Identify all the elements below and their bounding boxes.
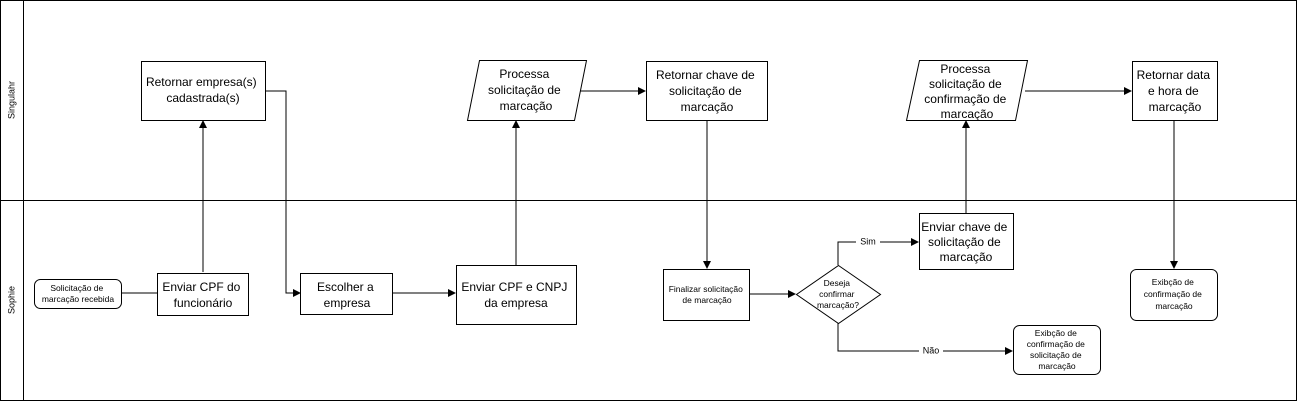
node-processa-solicitacao-line-3: marcação	[500, 99, 553, 113]
node-retornar-data-hora-line-3: marcação	[1149, 100, 1202, 114]
node-enviar-cpf-cnpj-line-2: da empresa	[484, 296, 548, 310]
svg-text:Processa solicitação de: Processa solicitação de confirmação de m…	[924, 62, 1009, 121]
node-exibicao-confirmacao-nao: Exibção de confirmação de solicitação de…	[1013, 325, 1101, 375]
node-exibicao-nao-line-4: marcação	[1038, 361, 1076, 371]
edge-decisao-nao	[837, 323, 1013, 355]
node-processa-confirmacao-line-2: solicitação de	[929, 77, 1002, 91]
node-exibicao-final-line-2: confirmação de	[1144, 289, 1202, 299]
svg-text:Exibção de confirmação d: Exibção de confirmação de solicitação de…	[1027, 328, 1088, 371]
node-processa-confirmacao-line-3: confirmação de	[924, 92, 1006, 106]
node-processa-confirmacao-line-1: Processa	[940, 62, 990, 76]
node-retornar-empresas-line-2: cadastrada(s)	[166, 91, 239, 105]
node-finalizar-solicitacao: Finalizar solicitação de marcação	[663, 269, 750, 321]
node-enviar-cpf: Enviar CPF do funcionário	[157, 273, 249, 316]
node-enviar-chave: Enviar chave de solicitação de marcação	[919, 213, 1014, 270]
svg-text:Solicitação de marcação: Solicitação de marcação recebida	[42, 283, 115, 304]
node-retornar-data-hora-line-2: e hora de	[1148, 84, 1199, 98]
svg-text:Retornar chave de solici: Retornar chave de solicitação de marcaçã…	[656, 68, 758, 114]
node-deseja-confirmar-line-2: confirmar	[819, 289, 855, 299]
node-retornar-chave-line-2: solicitação de	[669, 84, 742, 98]
node-retornar-chave: Retornar chave de solicitação de marcaçã…	[646, 61, 768, 121]
node-enviar-cpf-cnpj: Enviar CPF e CNPJ da empresa	[456, 265, 577, 325]
svg-text:Deseja confirmar m: Deseja confirmar marcação?	[817, 278, 859, 310]
edge-label-nao-bg	[919, 346, 943, 357]
edge-label-nao: Não	[923, 345, 940, 355]
node-retornar-empresas: Retornar empresa(s) cadastrada(s)	[141, 61, 266, 121]
edge-label-sim-bg	[856, 237, 880, 248]
node-retornar-chave-line-1: Retornar chave de	[656, 68, 755, 82]
node-enviar-chave-line-1: Enviar chave de	[921, 220, 1007, 234]
node-exibicao-confirmacao-final: Exibção de confirmação de marcação	[1130, 269, 1218, 321]
node-retornar-chave-line-3: marcação	[681, 100, 734, 114]
node-exibicao-nao-line-1: Exibção de	[1035, 328, 1077, 338]
svg-text:Enviar CPF e CNPJ da emp: Enviar CPF e CNPJ da empresa	[461, 280, 570, 310]
node-solicitacao-recebida-line-2: marcação recebida	[42, 294, 115, 304]
node-processa-solicitacao-line-2: solicitação de	[488, 83, 561, 97]
node-deseja-confirmar-line-1: Deseja	[824, 278, 851, 288]
node-exibicao-nao-line-3: solicitação de	[1030, 350, 1082, 360]
svg-text:Enviar CPF do funcionári: Enviar CPF do funcionário	[162, 280, 243, 310]
edge-label-sim: Sim	[860, 236, 876, 246]
node-finalizar-solicitacao-line-1: Finalizar solicitação	[669, 284, 743, 294]
svg-text:Retornar data e hora de: Retornar data e hora de marcação	[1137, 68, 1214, 114]
node-processa-confirmacao-line-4: marcação	[941, 107, 994, 121]
node-exibicao-final-line-1: Exibção de	[1152, 277, 1194, 287]
node-escolher-empresa-line-1: Escolher a	[317, 280, 374, 294]
svg-text:Exibção de confirmação d: Exibção de confirmação de marcação	[1144, 277, 1205, 311]
node-retornar-data-hora-line-1: Retornar data	[1137, 68, 1211, 82]
node-processa-solicitacao: Processa solicitação de marcação	[466, 60, 588, 121]
node-processa-solicitacao-line-1: Processa	[499, 67, 549, 81]
node-enviar-chave-line-3: marcação	[940, 250, 993, 264]
svg-text:Processa solicitação de: Processa solicitação de marcação	[488, 67, 564, 113]
node-escolher-empresa-line-2: empresa	[324, 296, 371, 310]
edge-decisao-sim	[837, 238, 919, 265]
node-solicitacao-recebida-line-1: Solicitação de	[50, 283, 103, 293]
node-enviar-chave-line-2: solicitação de	[928, 235, 1001, 249]
node-exibicao-nao-line-2: confirmação de	[1027, 339, 1085, 349]
node-solicitacao-recebida: Solicitação de marcação recebida	[34, 279, 122, 309]
edge-retornar-empresas-to-escolher	[265, 90, 301, 297]
node-deseja-confirmar-line-3: marcação?	[817, 300, 859, 310]
lane-label-sophie: Sophie	[6, 286, 16, 314]
svg-text:Enviar chave de solicita: Enviar chave de solicitação de marcação	[921, 220, 1010, 264]
node-enviar-cpf-cnpj-line-1: Enviar CPF e CNPJ	[461, 280, 567, 294]
node-escolher-empresa: Escolher a empresa	[300, 273, 393, 315]
svg-text:Escolher a empresa: Escolher a empresa	[317, 280, 377, 310]
node-retornar-empresas-line-1: Retornar empresa(s)	[146, 75, 257, 89]
node-processa-confirmacao: Processa solicitação de confirmação de m…	[905, 60, 1029, 121]
node-deseja-confirmar: Deseja confirmar marcação?	[795, 264, 882, 325]
svg-text:Retornar empresa(s) cada: Retornar empresa(s) cadastrada(s)	[146, 75, 260, 105]
node-finalizar-solicitacao-line-2: de marcação	[682, 295, 731, 305]
svg-text:Finalizar solicitação de: Finalizar solicitação de marcação	[669, 284, 746, 305]
node-enviar-cpf-line-1: Enviar CPF do	[162, 280, 240, 294]
node-retornar-data-hora: Retornar data e hora de marcação	[1132, 61, 1218, 121]
edges	[121, 87, 1178, 355]
node-enviar-cpf-line-2: funcionário	[174, 296, 233, 310]
lane-label-singulahr: Singulahr	[6, 81, 16, 119]
node-exibicao-final-line-3: marcação	[1155, 301, 1193, 311]
